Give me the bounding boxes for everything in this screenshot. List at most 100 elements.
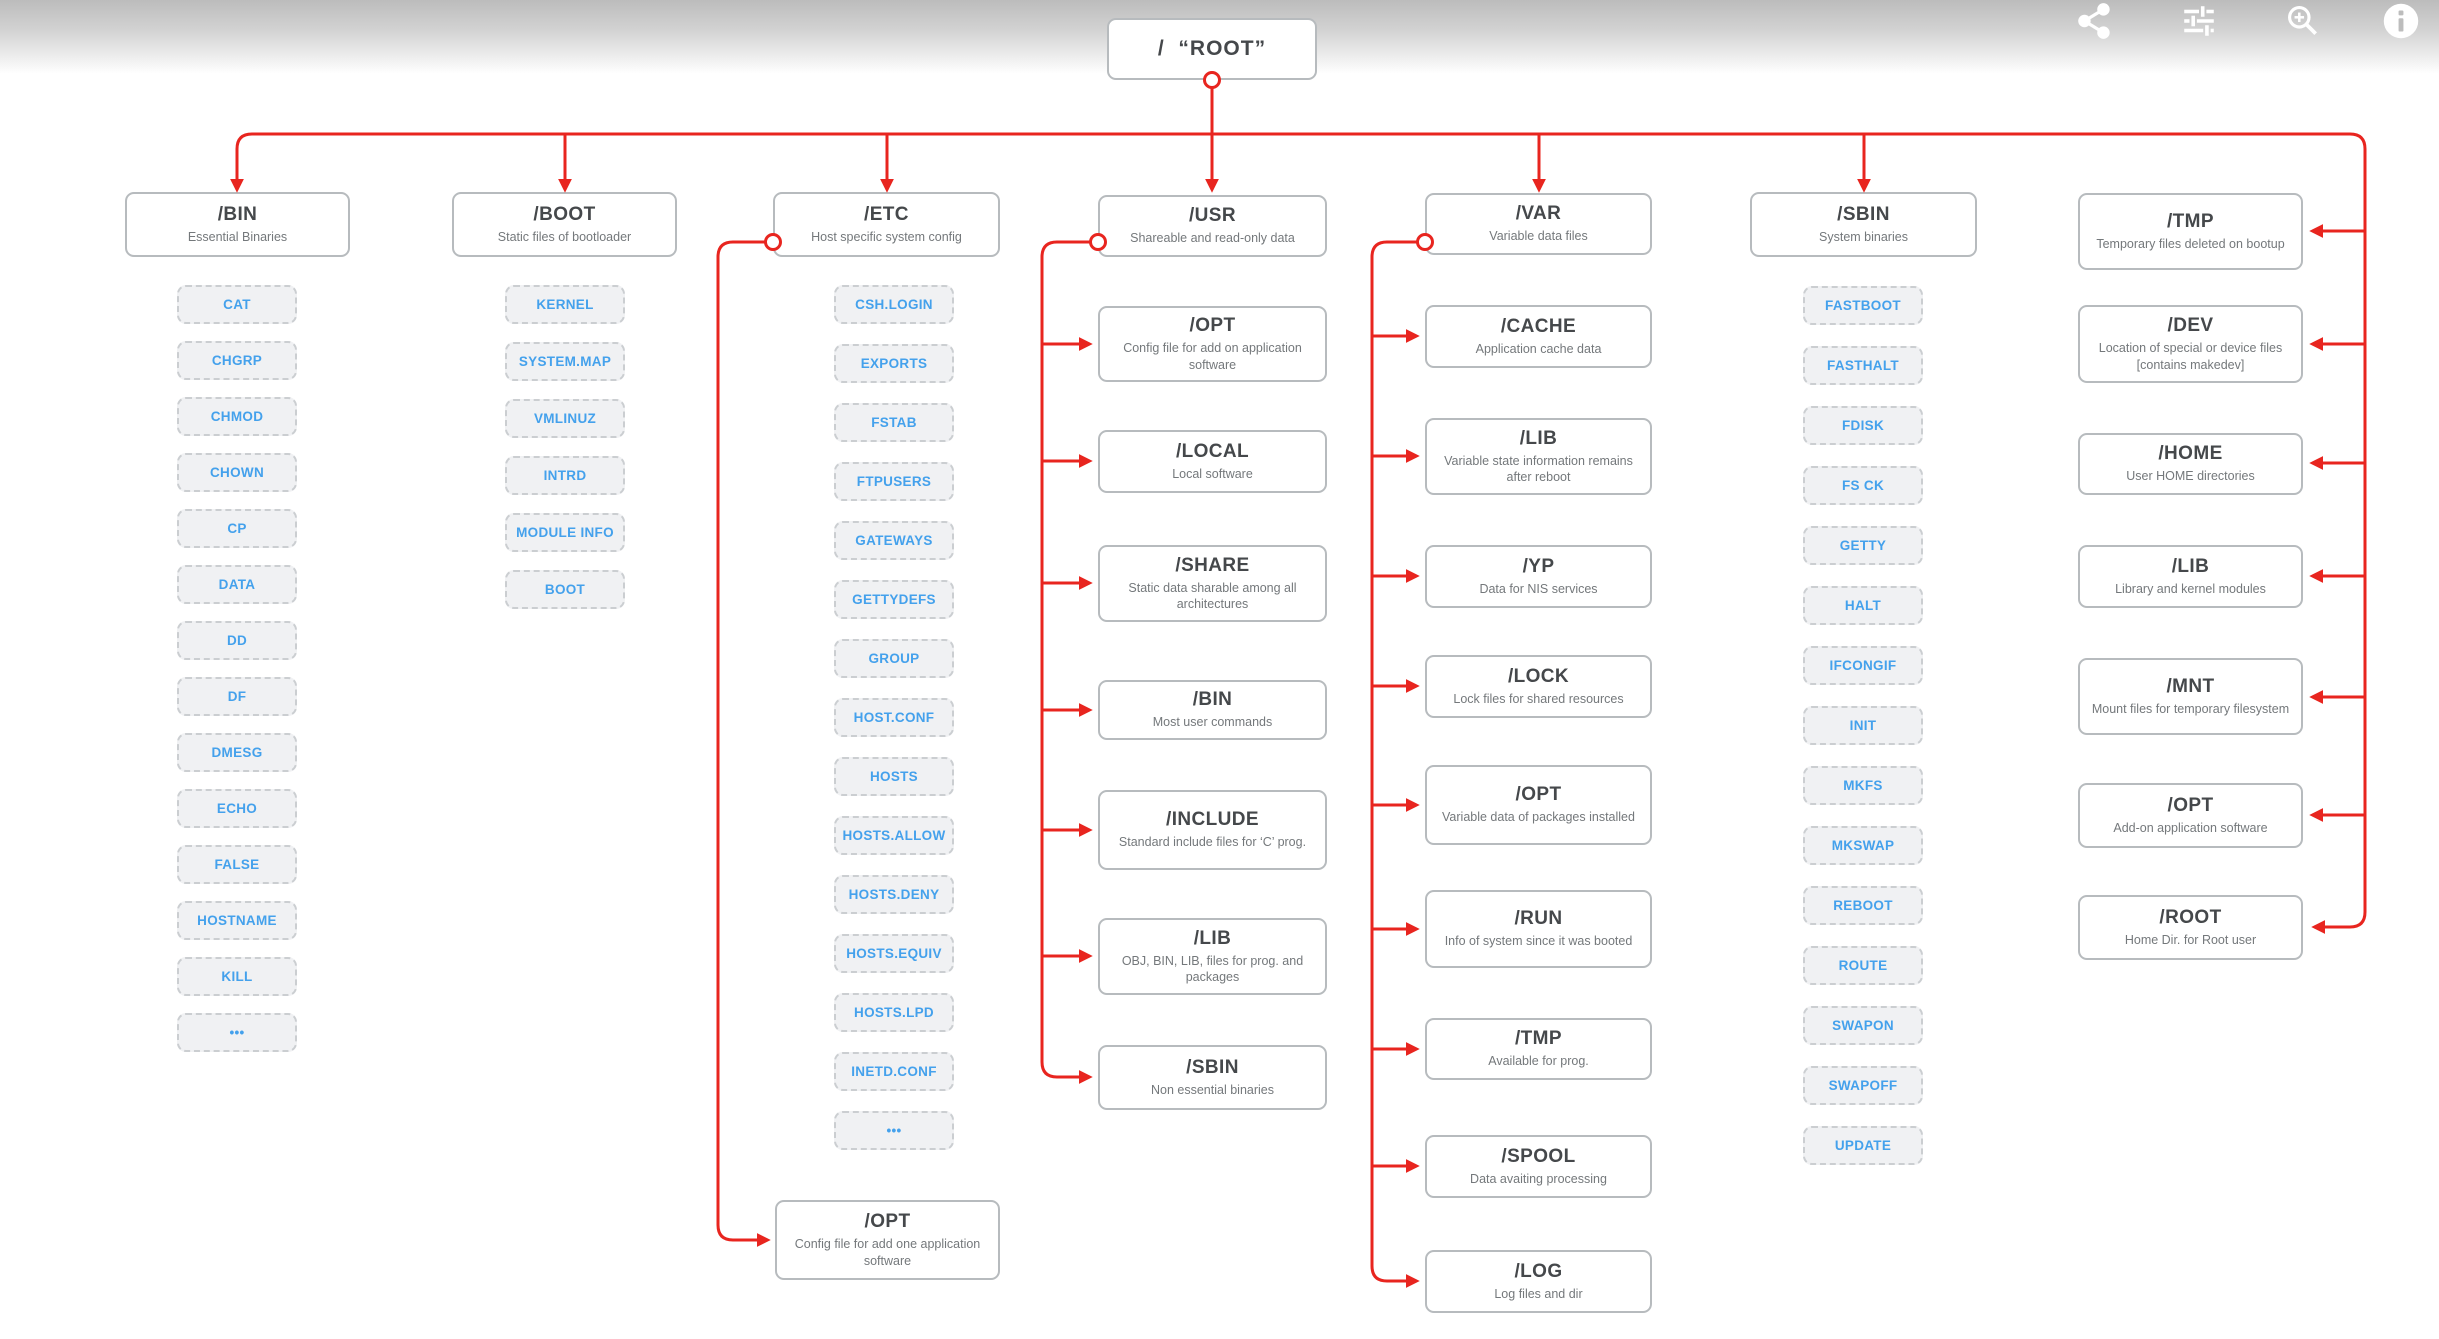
node-title: /DEV [2167,315,2214,337]
list-item: DF [177,677,297,716]
list-item: CHOWN [177,453,297,492]
node-boot: /BOOT Static files of bootloader [452,192,677,257]
list-item-more: ••• [177,1013,297,1052]
node-home: /HOME User HOME directories [2078,433,2303,495]
node-var-run: /RUN Info of system since it was booted [1425,890,1652,968]
node-desc: Info of system since it was booted [1444,934,1633,949]
node-tmp: /TMP Temporary files deleted on bootup [2078,193,2303,270]
node-desc: Temporary files deleted on bootup [2096,236,2285,251]
node-etc-subtitle: Host specific system config [811,229,962,244]
list-item: CHMOD [177,397,297,436]
node-desc: OBJ, BIN, LIB, files for prog. and packa… [1121,953,1304,984]
info-button[interactable] [2378,0,2424,46]
share-icon [2076,2,2114,45]
node-title: /TMP [1515,1028,1562,1050]
list-item: INETD.CONF [834,1052,954,1091]
list-item: IFCONGIF [1803,646,1923,685]
list-item: DMESG [177,733,297,772]
share-button[interactable] [2072,0,2118,46]
node-title: /LIB [1519,427,1558,449]
list-item: MODULE INFO [505,513,625,552]
node-title: /OPT [1189,315,1236,337]
node-title: /LIB [1193,927,1232,949]
list-item: DATA [177,565,297,604]
node-etc-opt: /OPT Config file for add one application… [775,1200,1000,1280]
node-desc: Mount files for temporary filesystem [2091,701,2290,716]
list-item: FTPUSERS [834,462,954,501]
node-title: /RUN [1514,908,1563,930]
node-title: /MNT [2166,675,2215,697]
node-desc: Non essential binaries [1151,1082,1274,1097]
list-item: FASTBOOT [1803,286,1923,325]
node-etc: /ETC Host specific system config [773,192,1000,257]
node-sbin: /SBIN System binaries [1750,192,1977,257]
node-var-yp: /YP Data for NIS services [1425,545,1652,608]
node-var: /VAR Variable data files [1425,193,1652,255]
list-item: KERNEL [505,285,625,324]
list-item-more: ••• [834,1111,954,1150]
node-desc: Log files and dir [1494,1286,1583,1301]
list-item: HOSTS.LPD [834,993,954,1032]
node-desc: Library and kernel modules [2115,581,2266,596]
list-item: VMLINUZ [505,399,625,438]
node-desc: Add-on application software [2113,820,2268,835]
node-var-lock: /LOCK Lock files for shared resources [1425,655,1652,718]
node-desc: Static data sharable among all architect… [1128,580,1297,611]
node-title: /SPOOL [1501,1145,1576,1167]
node-title: /LIB [2171,555,2210,577]
node-desc: User HOME directories [2126,469,2255,484]
list-item: HOST.CONF [834,698,954,737]
tune-sliders-icon [2180,2,2218,45]
list-item: GETTY [1803,526,1923,565]
node-desc: Data for NIS services [1479,581,1598,596]
node-title: /SHARE [1175,554,1250,576]
list-item: CHGRP [177,341,297,380]
list-item: FASTHALT [1803,346,1923,385]
boot-item-list: KERNEL SYSTEM.MAP VMLINUZ INTRD MODULE I… [505,285,625,609]
list-item: HOSTS.DENY [834,875,954,914]
list-item: HALT [1803,586,1923,625]
node-desc: Available for prog. [1488,1054,1589,1069]
list-item: SWAPOFF [1803,1066,1923,1105]
node-bin: /BIN Essential Binaries [125,192,350,257]
list-item: EXPORTS [834,344,954,383]
node-title: /LOCK [1507,665,1570,687]
node-usr-share: /SHARE Static data sharable among all ar… [1098,545,1327,622]
node-var-opt: /OPT Variable data of packages installed [1425,765,1652,845]
node-bin-title: /BIN [217,203,258,225]
zoom-in-icon [2284,2,2322,45]
zoom-button[interactable] [2280,0,2326,46]
node-etc-title: /ETC [864,203,909,225]
node-title: /HOME [2158,443,2223,465]
node-desc: Lock files for shared resources [1453,691,1624,706]
node-title: /OPT [1515,784,1562,806]
node-title: /BIN [1192,689,1233,711]
node-usr-subtitle: Shareable and read-only data [1130,231,1295,246]
node-desc: Config file for add on application softw… [1123,341,1302,372]
list-item: ROUTE [1803,946,1923,985]
settings-button[interactable] [2176,0,2222,46]
node-var-tmp: /TMP Available for prog. [1425,1018,1652,1080]
list-item: HOSTS.ALLOW [834,816,954,855]
node-usr-bin: /BIN Most user commands [1098,680,1327,740]
node-var-cache: /CACHE Application cache data [1425,305,1652,368]
node-usr: /USR Shareable and read-only data [1098,195,1327,257]
node-title: /TMP [2167,210,2214,232]
node-title: /LOG [1514,1260,1563,1282]
node-var-subtitle: Variable data files [1489,229,1588,244]
node-usr-lib: /LIB OBJ, BIN, LIB, files for prog. and … [1098,918,1327,995]
node-boot-title: /BOOT [533,203,596,225]
node-title: /LOCAL [1175,440,1250,462]
list-item: UPDATE [1803,1126,1923,1165]
list-item: HOSTS [834,757,954,796]
node-usr-sbin: /SBIN Non essential binaries [1098,1045,1327,1110]
list-item: REBOOT [1803,886,1923,925]
list-item: FALSE [177,845,297,884]
node-root-home: /ROOT Home Dir. for Root user [2078,895,2303,960]
list-item: INIT [1803,706,1923,745]
list-item: MKSWAP [1803,826,1923,865]
node-sbin-title: /SBIN [1837,203,1890,225]
sbin-item-list: FASTBOOT FASTHALT FDISK FS CK GETTY HALT… [1803,286,1923,1165]
node-var-lib: /LIB Variable state information remains … [1425,418,1652,495]
list-item: FS CK [1803,466,1923,505]
